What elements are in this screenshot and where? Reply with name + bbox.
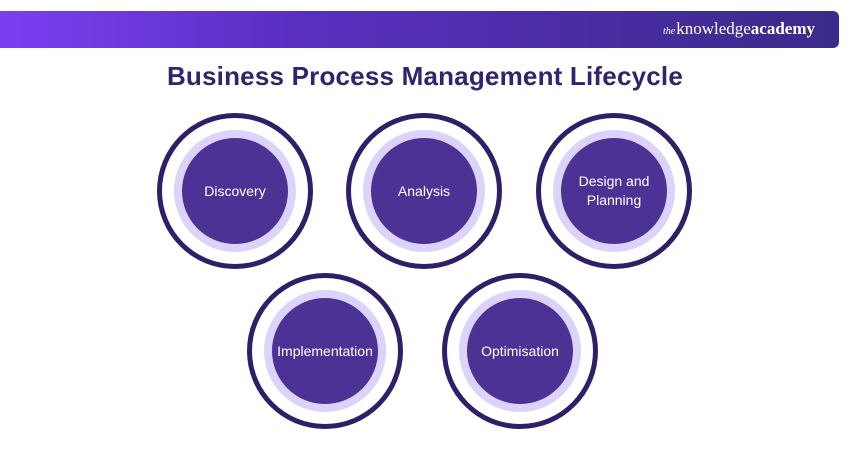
brand-prefix: the xyxy=(662,26,676,37)
stage-optimisation: Optimisation xyxy=(442,273,598,429)
stage-implementation: Implementation xyxy=(247,273,403,429)
stage-core: Analysis xyxy=(371,138,477,244)
brand-main: knowledge xyxy=(676,19,751,38)
stage-core: Design and Planning xyxy=(561,138,667,244)
brand-logo: theknowledgeacademy xyxy=(663,19,815,39)
stage-discovery: Discovery xyxy=(157,113,313,269)
stage-label: Implementation xyxy=(277,342,373,359)
header-banner: theknowledgeacademy xyxy=(0,11,839,48)
stage-label: Discovery xyxy=(204,182,266,199)
stage-analysis: Analysis xyxy=(346,113,502,269)
stage-core: Discovery xyxy=(182,138,288,244)
page-title: Business Process Management Lifecycle xyxy=(166,61,684,91)
stage-core: Optimisation xyxy=(467,298,573,404)
stage-design-and-planning: Design and Planning xyxy=(536,113,692,269)
stage-core: Implementation xyxy=(272,298,378,404)
stage-label: Optimisation xyxy=(481,342,559,359)
stage-label: Analysis xyxy=(397,182,451,199)
stage-label: Design and Planning xyxy=(578,173,650,208)
brand-bold: academy xyxy=(750,19,815,38)
